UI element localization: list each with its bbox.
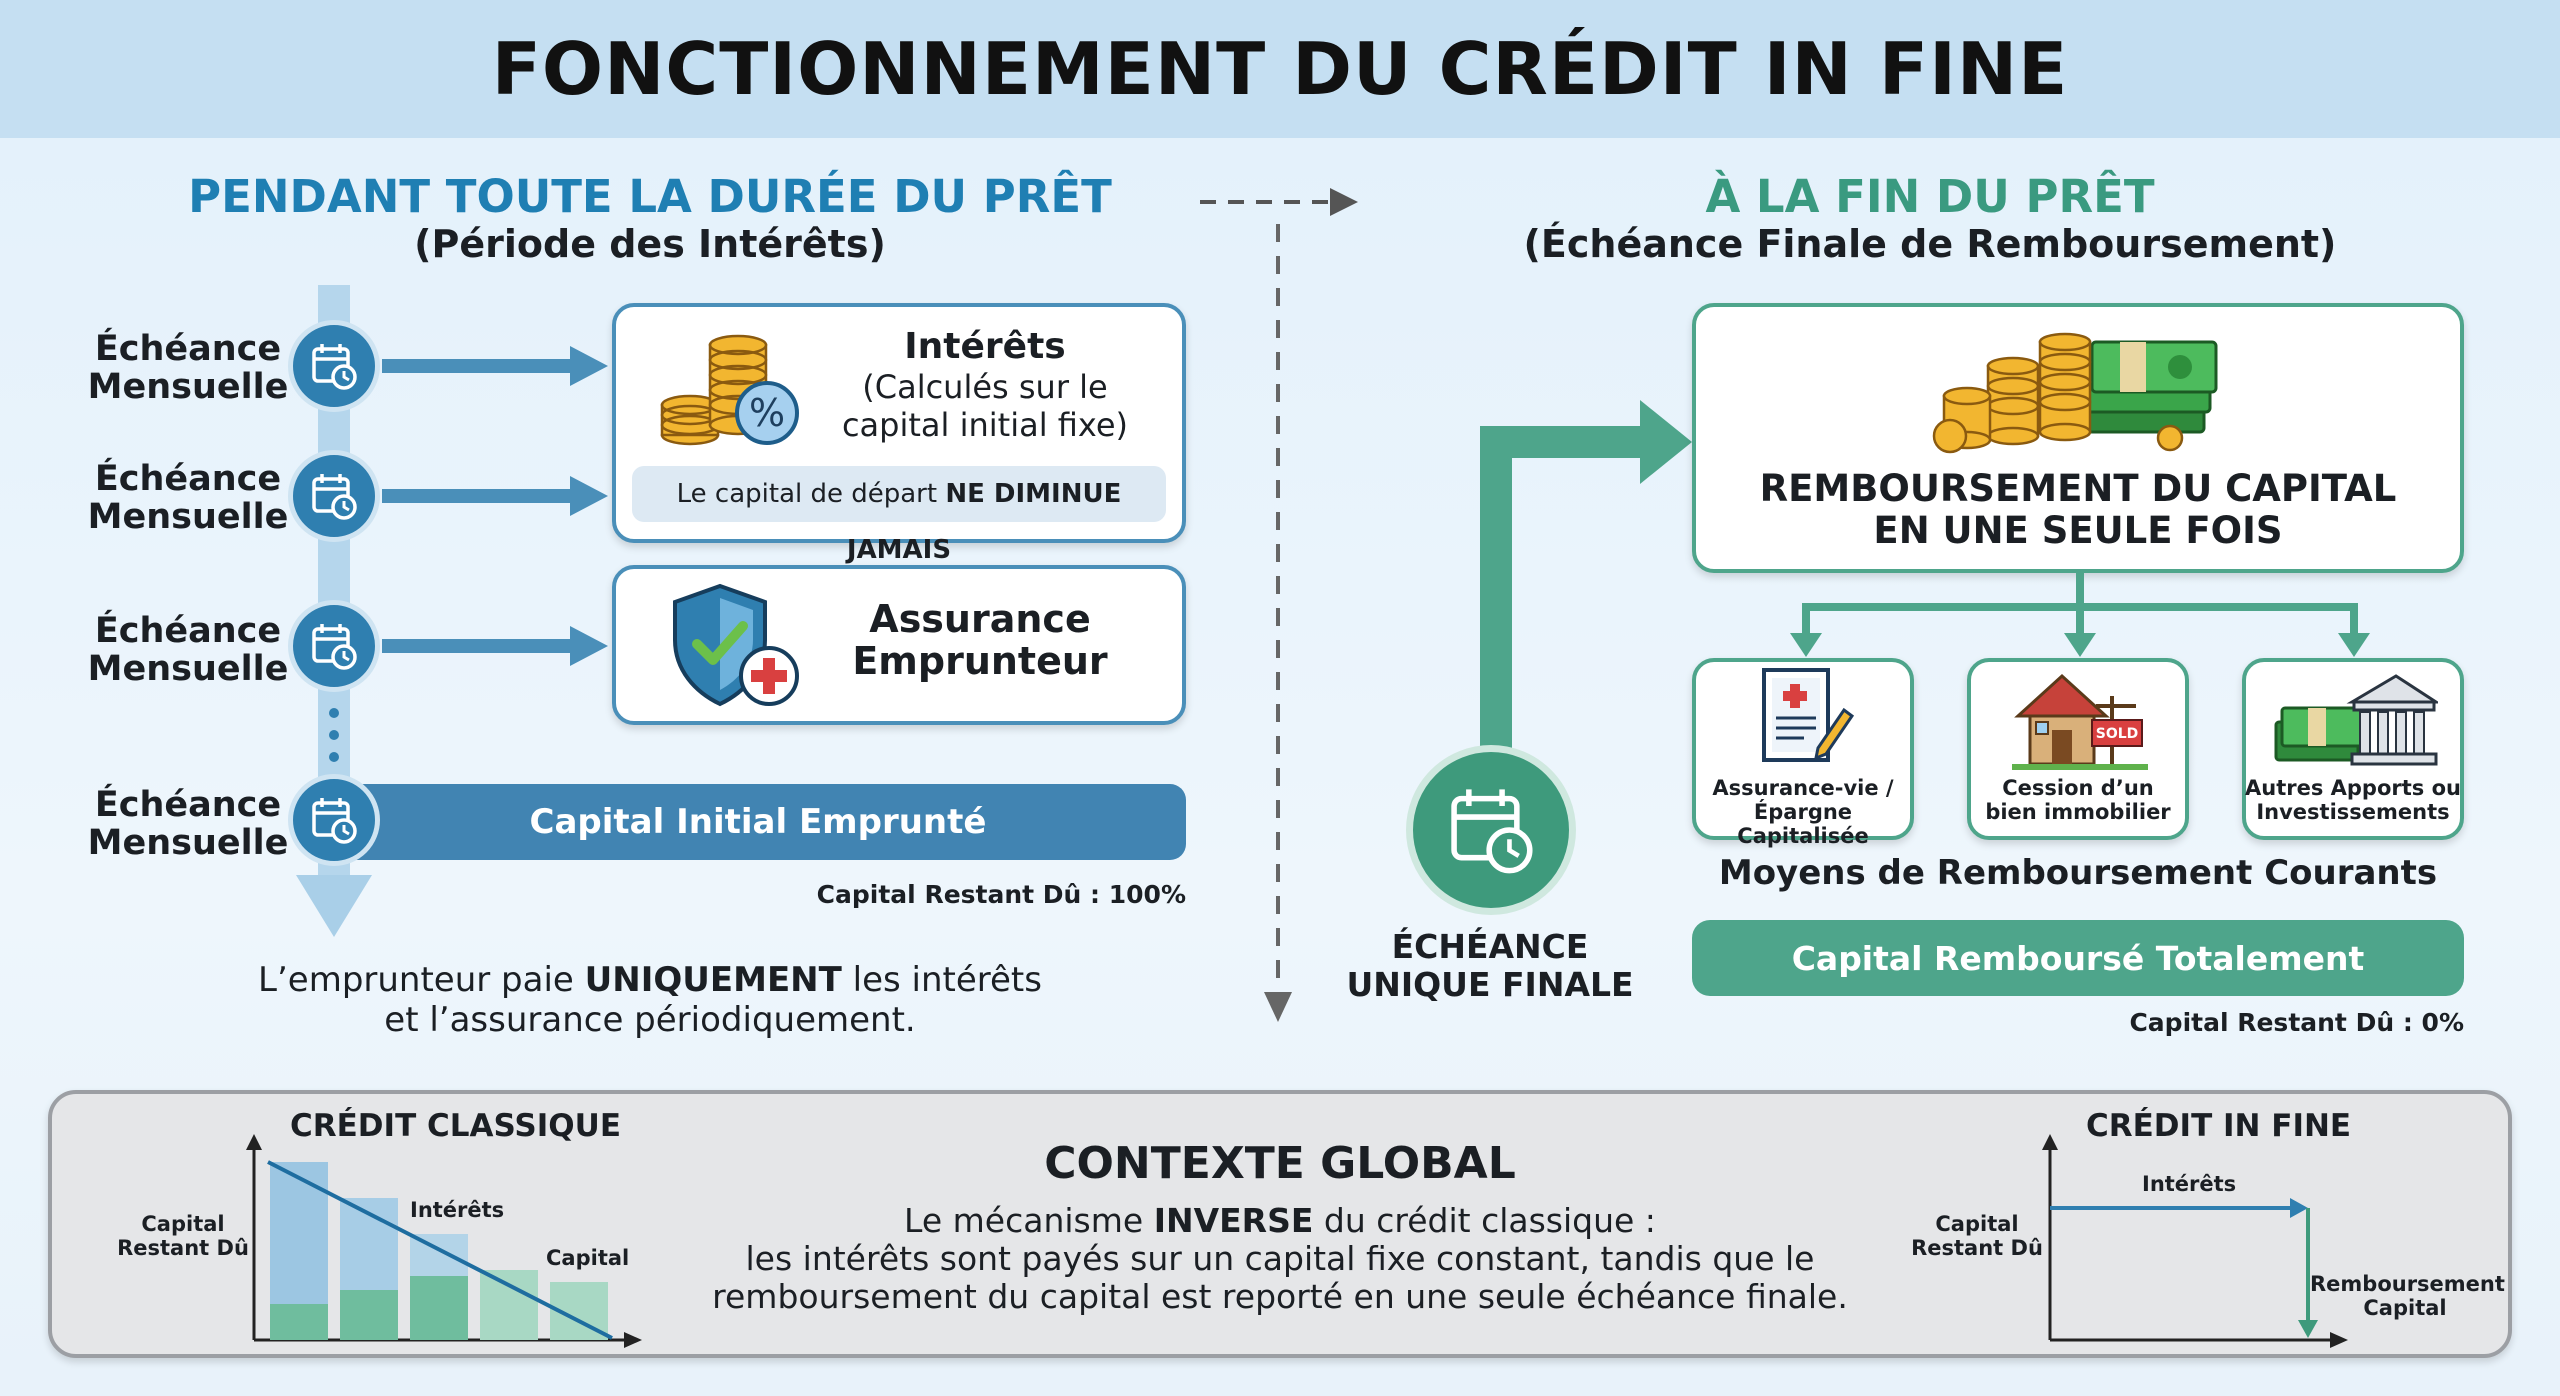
final-calendar-icon [1406,745,1576,915]
echeance-label-1-line1: Échéance [94,329,282,369]
capital-initial-bar: Capital Initial Emprunté [330,784,1186,860]
contexte-line1: Le mécanisme INVERSE du crédit classique… [640,1202,1920,1240]
coins-percent-icon: % [660,334,799,446]
echeance-unique-line1: ÉCHÉANCE [1391,927,1589,966]
shield-check-icon [673,583,799,707]
remboursement-line1: REMBOURSEMENT DU CAPITAL [1759,467,2397,510]
calendar-clock-icon [288,600,380,692]
echeance-label-3-line1: Échéance [94,611,282,651]
echeance-unique-line2: UNIQUE FINALE [1346,965,1634,1004]
calendar-clock-icon [288,450,380,542]
money-bank-icon [2274,674,2438,766]
echeance-label-3: Échéance Mensuelle [78,612,298,688]
echeance-label-1-line2: Mensuelle [87,367,289,407]
left-footer-1c: les intérêts [841,960,1042,1000]
assurance-label-line2: Emprunteur [852,639,1108,683]
classique-ylabel-line2: Restant Dû [117,1236,249,1260]
dashed-divider-arrows [1200,188,1358,1022]
remboursement-label: REMBOURSEMENT DU CAPITAL EN UNE SEULE FO… [1700,468,2456,552]
document-pen-icon [1762,668,1855,762]
infine-ylabel-line1: Capital [1935,1212,2019,1236]
classique-chart [246,1134,642,1348]
contexte-line1c: du crédit classique : [1313,1201,1656,1240]
infine-title: CRÉDIT IN FINE [2086,1108,2352,1144]
echeance-unique-finale: ÉCHÉANCE UNIQUE FINALE [1330,928,1650,1004]
money-coins-icon [1932,332,2218,454]
classique-ylabel: Capital Restant Dû [108,1212,258,1260]
infine-remb-line2: Capital [2363,1296,2447,1320]
capital-note: Le capital de départ NE DIMINUE JAMAIS [632,466,1166,565]
infine-interets-label: Intérêts [2142,1172,2237,1196]
contexte-line1b: INVERSE [1153,1201,1314,1240]
contexte-line3: remboursement du capital est reporté en … [712,1277,1848,1316]
capital-restant-left: Capital Restant Dû : 100% [816,880,1186,909]
capital-restant-right: Capital Restant Dû : 0% [2129,1008,2464,1037]
remboursement-line2: EN UNE SEULE FOIS [1873,509,2283,552]
echeance-label-4-line1: Échéance [94,785,282,825]
moyen-3-line1: Autres Apports ou [2245,776,2461,800]
contexte-line2: les intérêts sont payés sur un capital f… [745,1239,1815,1278]
echeance-label-4: Échéance Mensuelle [78,786,298,862]
infine-chart [2042,1134,2348,1348]
assurance-label-line1: Assurance [869,597,1091,641]
capital-initial-label: Capital Initial Emprunté [529,802,987,842]
moyen-assurance-vie-label: Assurance-vie / Épargne Capitalisée [1694,776,1912,848]
page-header: FONCTIONNEMENT DU CRÉDIT IN FINE [0,0,2560,138]
branch-arrows [1790,573,2370,657]
capital-note-bold: NE DIMINUE JAMAIS [846,479,1122,565]
sold-sign-label: SOLD [2096,726,2139,742]
page-title: FONCTIONNEMENT DU CRÉDIT IN FINE [491,27,2069,111]
classique-title: CRÉDIT CLASSIQUE [290,1108,621,1144]
left-footer-line2: et l’assurance périodiquement. [384,1000,916,1040]
house-sold-icon: SOLD [2012,673,2148,770]
infine-ylabel: Capital Restant Dû [1902,1212,2052,1260]
left-section-subtitle: (Période des Intérêts) [414,222,886,266]
classique-ylabel-line1: Capital [141,1212,225,1236]
moyen-2-line1: Cession d’un [2002,776,2154,800]
capital-rembourse-label: Capital Remboursé Totalement [1791,938,2365,978]
moyens-title: Moyens de Remboursement Courants [1718,853,2438,893]
infine-remb-line1: Remboursement [2310,1272,2505,1296]
moyen-1-line2: Épargne Capitalisée [1737,800,1869,848]
left-footer-1a: L’emprunteur paie [258,960,585,1000]
moyen-investissements-label: Autres Apports ou Investissements [2244,776,2462,824]
echeance-label-2-line1: Échéance [94,459,282,499]
echeance-label-3-line2: Mensuelle [87,649,289,689]
interets-desc-line1: (Calculés sur le [862,368,1108,406]
capital-rembourse-bar: Capital Remboursé Totalement [1692,920,2464,996]
left-footer-1b: UNIQUEMENT [584,960,842,1000]
classique-interets-label: Intérêts [410,1198,505,1222]
left-section-title: PENDANT TOUTE LA DURÉE DU PRÊT [188,170,1112,223]
green-up-arrow [1480,400,1692,756]
assurance-label: Assurance Emprunteur [820,598,1140,682]
infine-remb-label: Remboursement Capital [2310,1272,2505,1320]
right-section-title: À LA FIN DU PRÊT [1705,170,2155,223]
contexte-title: CONTEXTE GLOBAL [1044,1138,1516,1189]
echeance-label-1: Échéance Mensuelle [78,330,298,406]
echeance-label-4-line2: Mensuelle [87,823,289,863]
moyen-immobilier-label: Cession d’un bien immobilier [1969,776,2187,824]
contexte-text: Le mécanisme INVERSE du crédit classique… [640,1202,1920,1316]
interets-desc: (Calculés sur le capital initial fixe) [810,368,1160,444]
moyen-1-line1: Assurance-vie / [1712,776,1894,800]
svg-text:%: % [749,391,785,435]
moyen-2-line2: bien immobilier [1985,800,2171,824]
classique-capital-label: Capital [546,1246,630,1270]
moyen-3-line2: Investissements [2256,800,2450,824]
echeance-label-2-line2: Mensuelle [87,497,289,537]
capital-note-prefix: Le capital de départ [676,479,946,509]
interets-title: Intérêts [904,326,1066,367]
interets-desc-line2: capital initial fixe) [841,406,1129,444]
infine-ylabel-line2: Restant Dû [1911,1236,2043,1260]
contexte-line1a: Le mécanisme [904,1201,1154,1240]
left-footer-text: L’emprunteur paie UNIQUEMENT les intérêt… [200,960,1100,1040]
echeance-arrows [382,346,608,666]
calendar-clock-icon [288,774,380,866]
echeance-label-2: Échéance Mensuelle [78,460,298,536]
calendar-clock-icon [288,320,380,412]
right-section-subtitle: (Échéance Finale de Remboursement) [1523,222,2337,266]
left-footer-line1: L’emprunteur paie UNIQUEMENT les intérêt… [200,960,1100,1000]
